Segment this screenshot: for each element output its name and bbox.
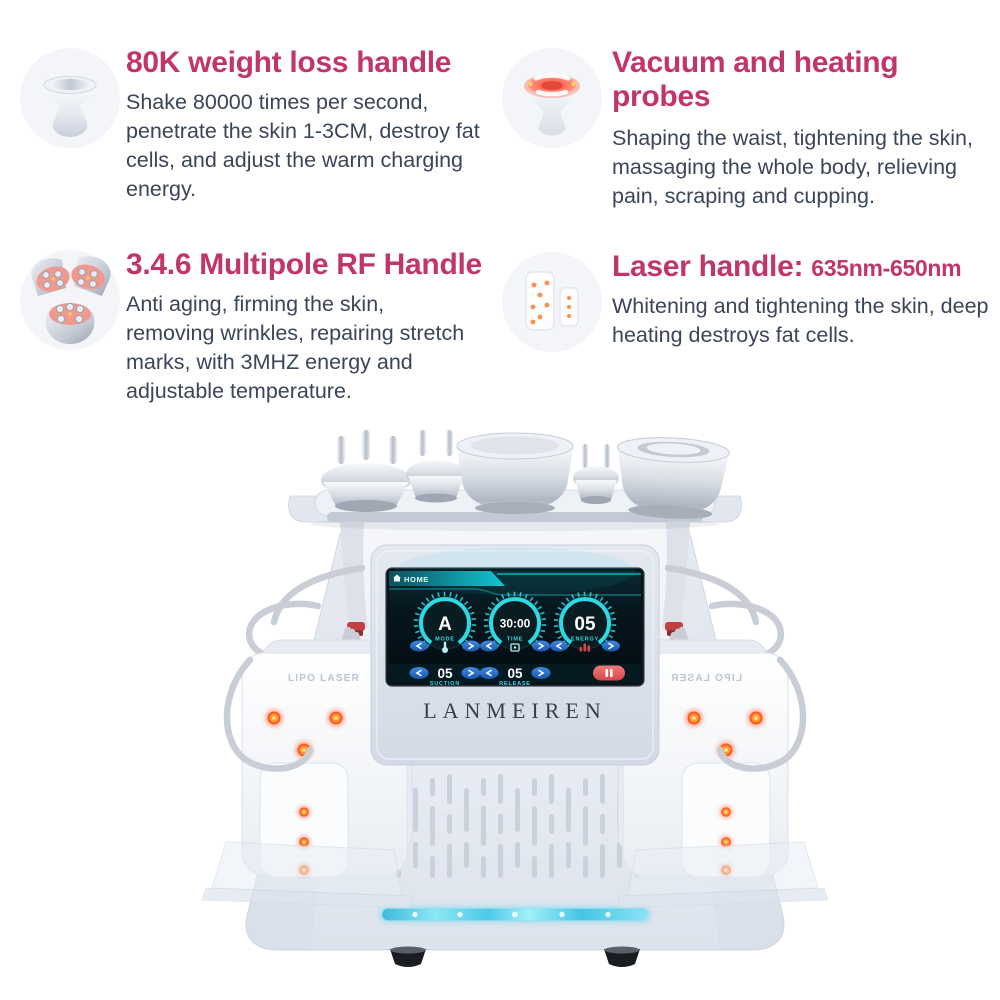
mode-label: MODE (435, 637, 455, 643)
time-left-arrow-button (480, 640, 498, 652)
release-label: RELEASE (499, 681, 531, 687)
suction-control: 05 SUCTION (409, 666, 481, 687)
cable-connector-red (347, 622, 365, 631)
time-right-arrow-button (532, 640, 550, 652)
pause-button (593, 665, 625, 681)
mode-gauge: A MODE (413, 591, 477, 650)
release-value: 05 (507, 666, 523, 681)
suction-value: 05 (437, 666, 453, 681)
brand-logo: LANMEIREN (423, 698, 607, 723)
laser-pads-icon (502, 252, 602, 352)
energy-right-arrow-button (602, 640, 620, 652)
rf-handle-small-docked (406, 430, 466, 503)
energy-bars-icon (579, 643, 591, 652)
rf-head (71, 256, 111, 296)
holder-arm (340, 522, 368, 628)
cavitation-handle-icon (20, 48, 120, 148)
laser-dots-small (567, 296, 571, 318)
feature-body-laser: Whitening and tightening the skin, deep … (612, 294, 989, 347)
cavitation-handle-graphic (43, 76, 97, 137)
release-control: 05 RELEASE (479, 666, 551, 687)
mode-right-arrow-button (462, 640, 480, 652)
energy-value: 05 (574, 614, 596, 635)
vacuum-probe-icon (502, 48, 602, 148)
home-label: HOME (404, 575, 429, 584)
feature-title-laser: Laser handle: 635nm-650nm (612, 250, 1000, 285)
led-strip (380, 907, 650, 922)
feature-body-rf: Anti aging, firming the skin, removing w… (126, 292, 465, 403)
mode-left-arrow-button (410, 640, 428, 652)
feature-title-laser-main: Laser handle: (612, 250, 804, 283)
feature-title-laser-detail: 635nm-650nm (811, 255, 962, 281)
feature-title-vacuum: Vacuum and heating probes (612, 46, 899, 113)
touch-hand-icon (442, 641, 448, 653)
home-bar: HOME (389, 571, 641, 596)
vacuum-probe-graphic (524, 73, 580, 136)
touch-screen: HOME A MODE 30:00 TIME 05 (385, 547, 645, 687)
rf-handle-graphic (31, 256, 111, 344)
rf-head (31, 258, 70, 296)
energy-gauge: 05 ENERGY (553, 591, 617, 650)
laser-pads-graphic (525, 271, 579, 331)
vacuum-probe-docked (573, 444, 619, 504)
mode-value: A (438, 614, 452, 635)
feature-title-rf: 3.4.6 Multipole RF Handle (126, 248, 482, 281)
time-value: 30:00 (500, 617, 531, 631)
time-gauge: 30:00 TIME (483, 591, 547, 650)
feature-title-80k: 80K weight loss handle (126, 46, 452, 79)
feature-body-80k: Shake 80000 times per second, penetrate … (126, 90, 480, 201)
acrylic-tray (201, 841, 413, 909)
rf-handle-docked (321, 430, 411, 512)
vent-grille (388, 774, 642, 882)
rf-handle-icon (20, 250, 120, 350)
beauty-machine: LIPO LASER (201, 430, 840, 967)
cable-front (223, 656, 314, 772)
home-icon (393, 574, 401, 582)
energy-left-arrow-button (550, 640, 568, 652)
lipo-paddle-label: LIPO LASER (288, 673, 360, 684)
cavitation-handle-docked (456, 432, 574, 514)
laser-dots-large (530, 280, 550, 325)
gauge-arrow-buttons (410, 640, 620, 653)
feature-body-vacuum: Shaping the waist, tightening the skin, … (612, 126, 973, 208)
suction-label: SUCTION (430, 681, 460, 687)
timer-icon (510, 643, 520, 652)
machine-feet (390, 946, 640, 967)
rf-head (45, 302, 95, 344)
docked-handles (321, 430, 730, 519)
large-handle-docked (617, 437, 730, 519)
energy-label: ENERGY (571, 637, 599, 643)
time-label: TIME (507, 637, 523, 643)
machine-illustration: LIPO LASER (190, 418, 840, 990)
